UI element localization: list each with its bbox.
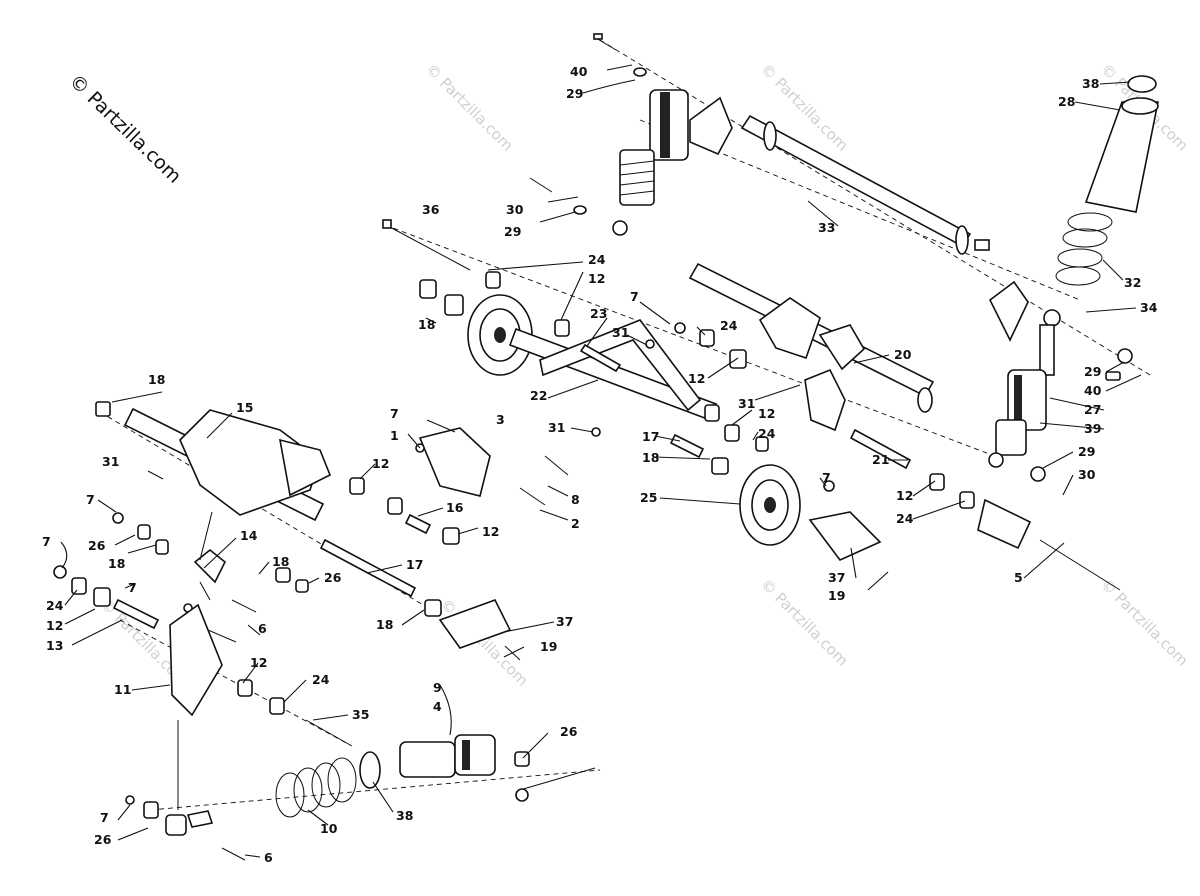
part-callouts: 40 29 30 29 36 24 12 18 7 23 31 24 12 22… [42,64,1158,865]
callout-label: 24 [46,598,64,613]
callout-label: 29 [566,86,583,101]
callout-label: 26 [560,724,578,739]
callout-label: 12 [250,655,267,670]
callout-label: 17 [406,557,423,572]
callout-label: 22 [530,388,547,403]
callout-label: 7 [86,492,95,507]
callout-label: 16 [446,500,464,515]
leader-lines [60,64,1142,858]
callout-label: 33 [818,220,835,235]
callout-label: 7 [390,406,399,421]
callout-label: 31 [548,420,565,435]
callout-label: 12 [482,524,499,539]
callout-label: 40 [1084,383,1102,398]
callout-label: 32 [1124,275,1141,290]
callout-label: 26 [324,570,342,585]
watermark: © Partzilla.com [1097,575,1192,670]
callout-label: 2 [571,516,580,531]
callout-label: 12 [588,271,605,286]
callout-label: 19 [540,639,557,654]
callout-label: 4 [433,699,442,714]
rear-shock-sleeve [1055,75,1159,286]
callout-label: 7 [42,534,51,549]
callout-label: 12 [372,456,389,471]
callout-label: 35 [352,707,369,722]
callout-label: 40 [570,64,588,79]
callout-label: 30 [506,202,524,217]
middle-axle-assembly [467,294,801,546]
callout-label: 38 [1082,76,1099,91]
callout-label: 15 [236,400,253,415]
callout-label: 20 [894,347,912,362]
callout-label: 18 [108,556,125,571]
bushings-and-spacers [382,177,1133,591]
callout-label: 3 [496,412,505,427]
callout-label: 10 [320,821,338,836]
callout-label: 23 [590,306,607,321]
front-shock-absorber [593,33,733,236]
assembly-axes [99,39,1151,811]
callout-label: 7 [630,289,639,304]
callout-label: 12 [758,406,775,421]
callout-label: 18 [148,372,165,387]
callout-label: 9 [433,680,442,695]
callout-label: 18 [418,317,435,332]
callout-label: 13 [46,638,63,653]
front-arm-assembly [95,401,569,661]
callout-label: 27 [1084,402,1101,417]
callout-label: 36 [422,202,440,217]
callout-label: 24 [758,426,776,441]
watermark: © Partzilla.com [422,60,517,155]
callout-label: 29 [1084,364,1101,379]
callout-label: 7 [100,810,109,825]
callout-label: 38 [396,808,413,823]
callout-label: 1 [390,428,399,443]
callout-label: 29 [1078,444,1095,459]
callout-label: 24 [896,511,914,526]
callout-label: 31 [612,325,629,340]
upper-crossbar [740,114,990,255]
callout-label: 26 [88,538,106,553]
callout-label: 6 [258,621,267,636]
callout-label: 17 [642,429,659,444]
callout-label: 37 [828,570,845,585]
callout-label: 37 [556,614,573,629]
callout-label: 11 [114,682,131,697]
callout-label: 18 [642,450,659,465]
callout-label: 24 [588,252,606,267]
callout-label: 6 [264,850,273,865]
front-spring-shock-assembly [125,734,596,861]
callout-label: 28 [1058,94,1075,109]
callout-label: 12 [688,371,705,386]
callout-label: 26 [94,832,112,847]
front-linkage-assembly [53,511,353,810]
callout-label: 18 [376,617,393,632]
callout-label: 14 [240,528,258,543]
callout-label: 39 [1084,421,1101,436]
callout-label: 31 [738,396,755,411]
callout-label: 8 [571,492,580,507]
callout-label: 25 [640,490,657,505]
callout-label: 5 [1014,570,1023,585]
rear-arm-assembly [688,262,935,432]
callout-label: 18 [272,554,289,569]
callout-label: 7 [128,580,137,595]
callout-label: 12 [46,618,63,633]
rear-shock-absorber [988,280,1061,468]
callout-label: 12 [896,488,913,503]
callout-label: 21 [872,452,889,467]
callout-label: 7 [822,470,831,485]
callout-label: 34 [1140,300,1158,315]
callout-label: 29 [504,224,521,239]
callout-label: 31 [102,454,119,469]
callout-label: 19 [828,588,845,603]
callout-label: 24 [720,318,738,333]
callout-label: 30 [1078,467,1096,482]
callout-label: 24 [312,672,330,687]
